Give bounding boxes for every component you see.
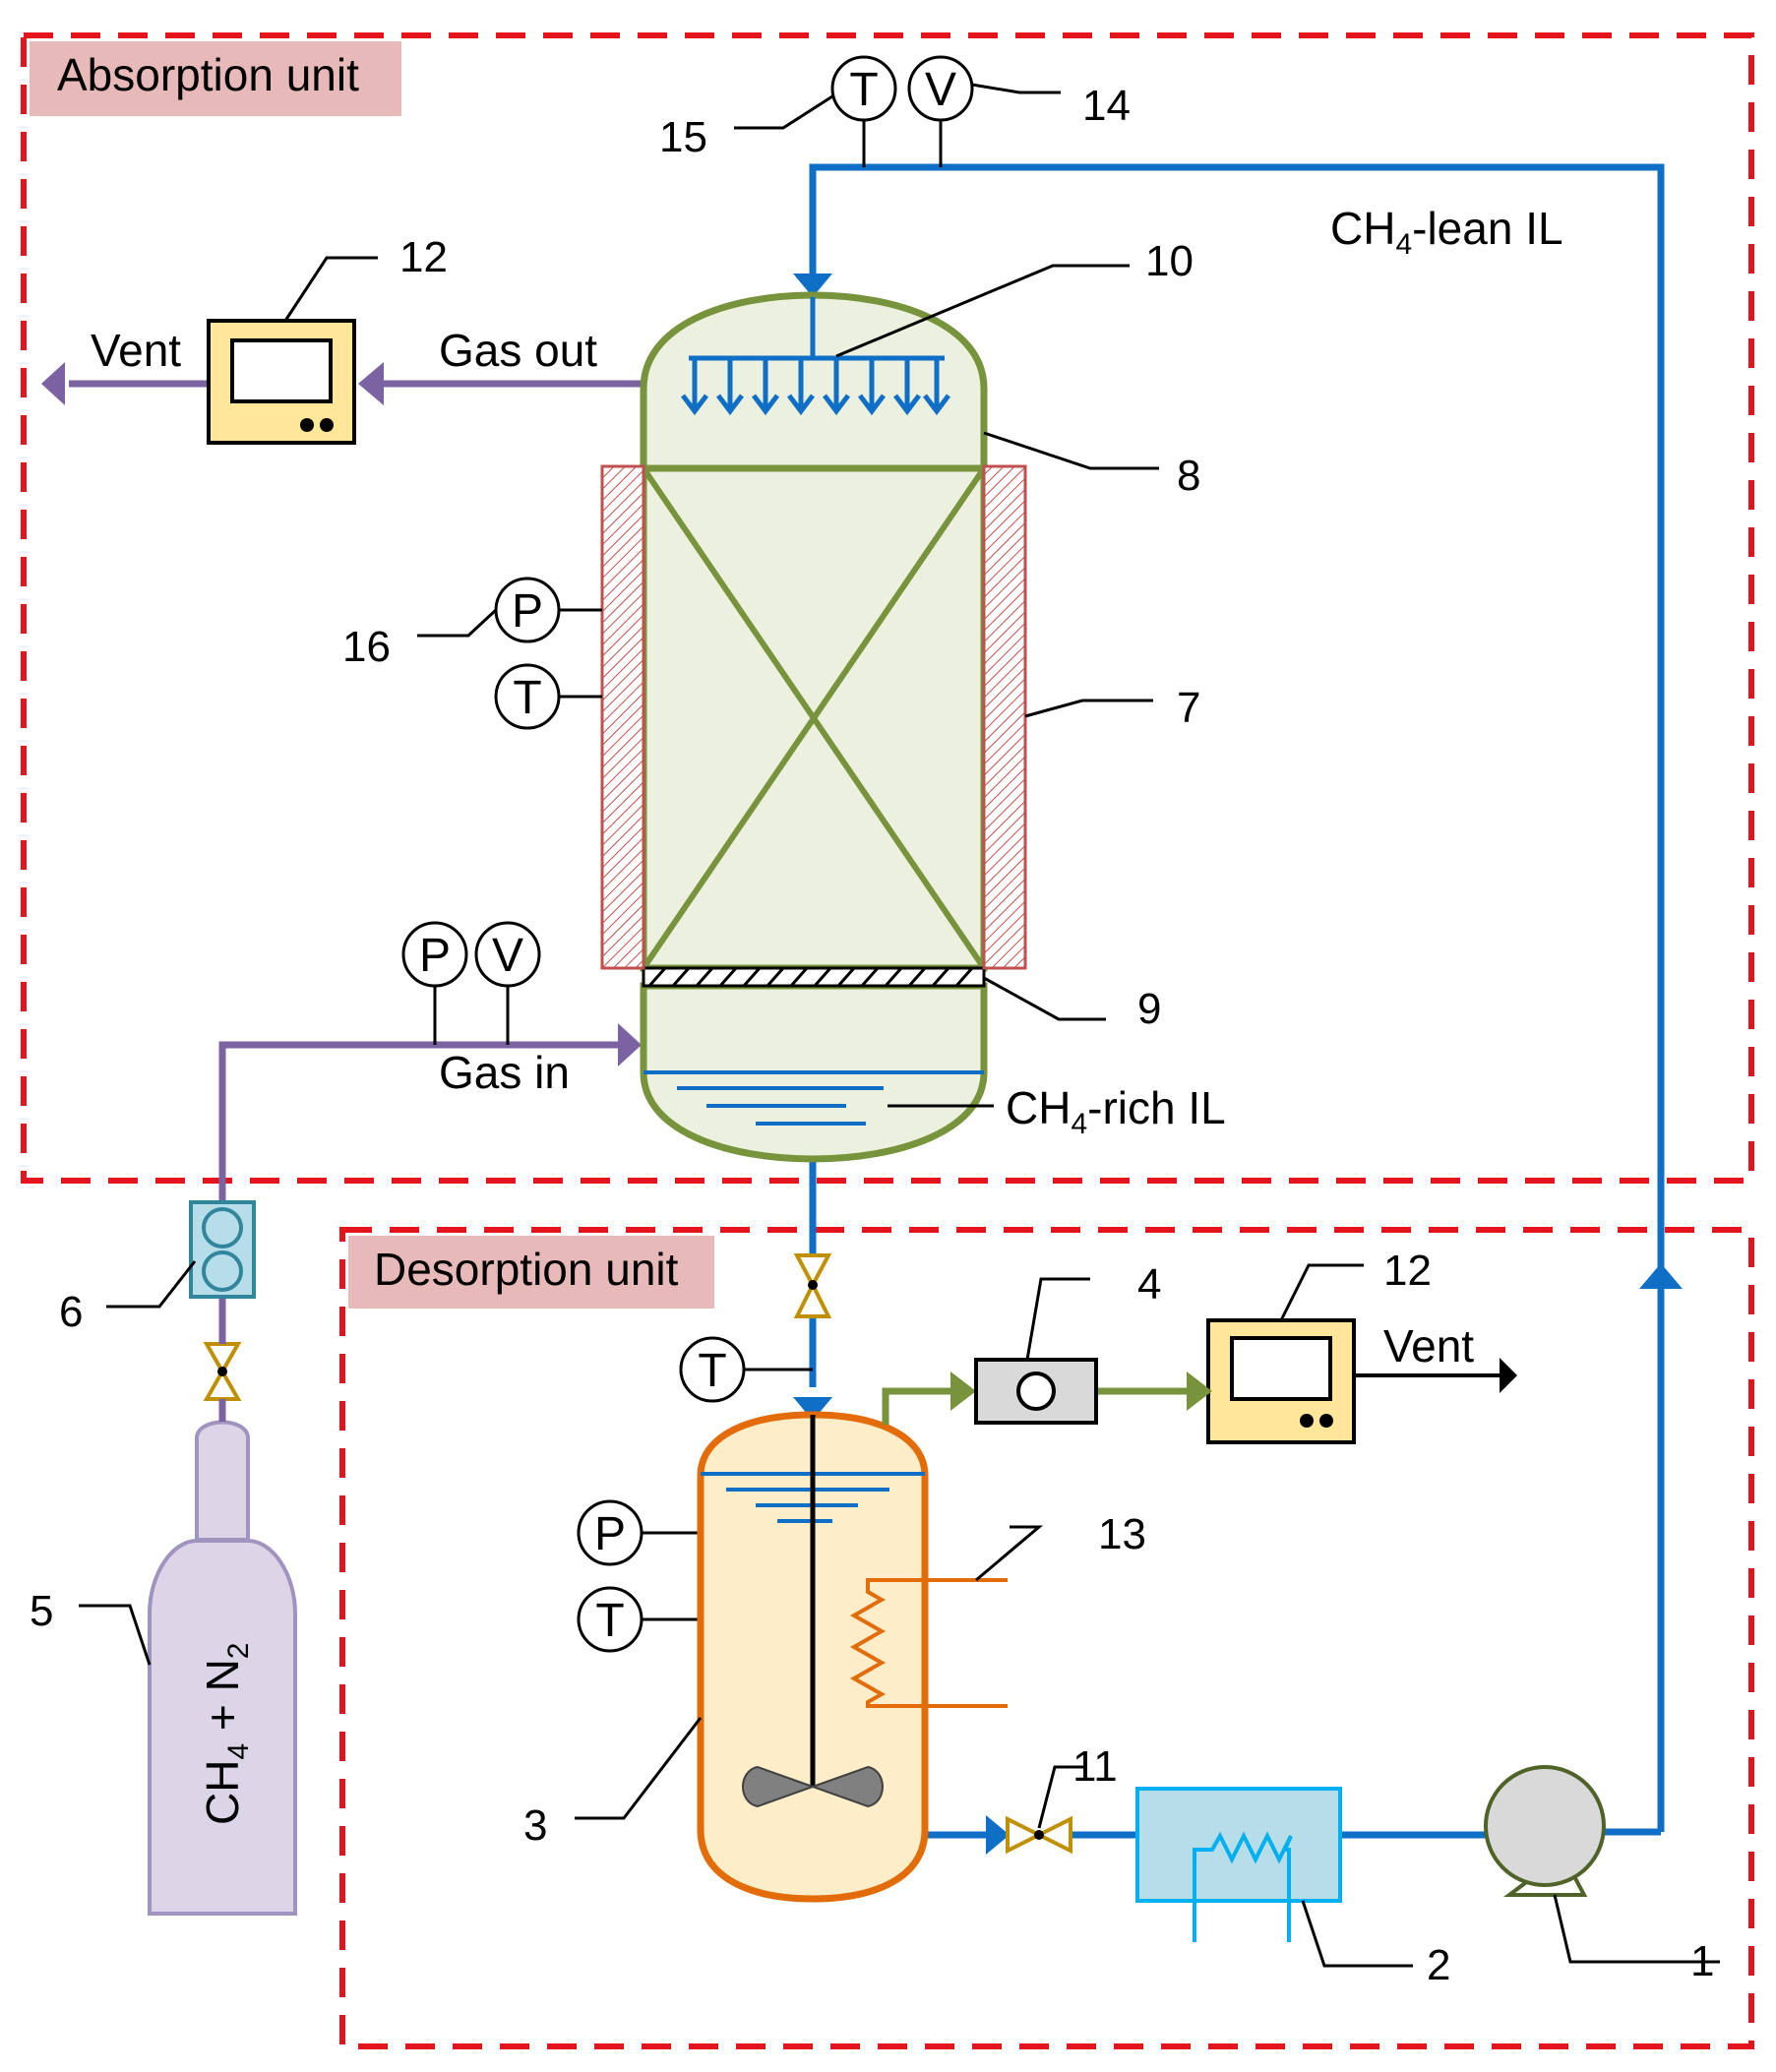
leader-lines — [79, 83, 1720, 1968]
v-letter-lean: V — [925, 64, 956, 116]
heating-jacket-left — [600, 464, 645, 970]
gas-out-label: Gas out — [439, 325, 597, 376]
volume-meter-lean — [907, 55, 974, 122]
arrow-vent-bottom — [1500, 1358, 1517, 1393]
support-plate — [642, 966, 986, 988]
rich-il-level — [643, 1070, 984, 1126]
number-15: 15 — [659, 113, 707, 161]
number-11: 11 — [1072, 1742, 1118, 1791]
t-letter-desorber-inlet: T — [698, 1345, 726, 1397]
component-numbers: 1 2 3 4 5 6 7 8 9 10 11 12 12 13 14 15 1… — [30, 82, 1714, 1989]
p-letter-feed: P — [419, 930, 451, 982]
heat-exchanger — [1135, 1787, 1342, 1942]
temperature-indicator-desorber — [577, 1586, 643, 1653]
number-2: 2 — [1427, 1941, 1450, 1989]
arrow-into-absorber — [793, 274, 832, 297]
volume-meter-feed — [474, 921, 541, 988]
instrument-letters: T V P T P V T P T — [419, 64, 956, 1647]
arrow-desorber-out — [986, 1815, 1010, 1855]
arrow-desorber-gas — [950, 1371, 976, 1411]
number-16: 16 — [342, 623, 391, 671]
p-letter-desorber: P — [594, 1508, 626, 1560]
number-13: 13 — [1098, 1510, 1146, 1558]
liquid-arrows — [793, 274, 1683, 1855]
desorption-unit-label: Desorption unit — [374, 1244, 679, 1295]
t-letter-desorber: T — [595, 1595, 624, 1647]
rich-il-label: CH4-rich IL — [1006, 1082, 1226, 1140]
arrow-to-analyzer — [1187, 1371, 1212, 1411]
p-letter-column: P — [512, 585, 543, 638]
ball-valve-icon — [1006, 1815, 1072, 1855]
number-5: 5 — [30, 1587, 53, 1635]
temperature-indicator-desorber-inlet — [679, 1336, 746, 1403]
desorber-vessel — [697, 1411, 1008, 1903]
number-7: 7 — [1177, 684, 1200, 732]
v-letter-feed: V — [492, 930, 523, 982]
gas-in-label: Gas in — [439, 1047, 570, 1098]
lean-il-label: CH4-lean IL — [1330, 203, 1563, 261]
number-4: 4 — [1137, 1260, 1161, 1309]
column-top-head — [640, 291, 988, 472]
absorption-unit-label-bg — [30, 41, 401, 116]
number-12-bottom: 12 — [1383, 1247, 1432, 1295]
flow-meter-device — [974, 1358, 1098, 1425]
arrow-into-desorber — [793, 1397, 832, 1421]
arrow-lean-up — [1639, 1263, 1683, 1289]
heating-jacket-right — [982, 464, 1027, 970]
number-1: 1 — [1690, 1937, 1714, 1985]
number-14: 14 — [1082, 82, 1131, 130]
gas-cylinder-icon — [148, 1420, 297, 1916]
absorption-unit-label: Absorption unit — [57, 49, 359, 100]
number-10: 10 — [1145, 237, 1194, 285]
ball-valve-icon — [203, 1342, 242, 1401]
gas-analyzer-icon — [207, 319, 356, 445]
arrow-vent-top — [41, 362, 65, 405]
arrow-gas-in — [618, 1023, 642, 1066]
number-6: 6 — [59, 1288, 83, 1336]
instruments — [401, 55, 974, 1653]
mass-flow-controller-icon — [189, 1200, 256, 1299]
absorption-unit: Absorption unit — [21, 32, 1754, 1184]
vent-top-label: Vent — [91, 325, 181, 376]
t-letter-column: T — [513, 672, 541, 724]
number-8: 8 — [1177, 452, 1200, 500]
pressure-indicator-feed — [401, 921, 468, 988]
desorption-unit: Desorption unit — [339, 1227, 1754, 2049]
temperature-indicator-column — [494, 663, 561, 730]
pressure-indicator-desorber — [577, 1499, 643, 1566]
temperature-indicator-lean — [830, 55, 897, 122]
number-12-top: 12 — [399, 233, 448, 281]
ball-valve-icon — [793, 1253, 832, 1318]
number-3: 3 — [523, 1801, 547, 1850]
t-letter-lean: T — [849, 64, 878, 116]
support-plate-hatch — [647, 967, 974, 987]
feed-gas-line — [218, 1041, 626, 1202]
lean-il-return-line — [809, 163, 1665, 1832]
absorption-column — [640, 291, 988, 1163]
cylinder-gas-label: CH4 + N2 — [197, 1643, 255, 1825]
gas-analyzer-icon — [1206, 1318, 1356, 1444]
liquid-distributor — [681, 297, 950, 416]
desorption-unit-label-bg — [348, 1236, 714, 1309]
arrow-gas-out — [358, 362, 384, 405]
desorber-gas-line — [882, 1387, 1191, 1425]
gas-arrows — [41, 362, 642, 1066]
number-9: 9 — [1137, 985, 1161, 1033]
packing-cross-2 — [641, 466, 987, 970]
vent-bottom-label: Vent — [1383, 1320, 1474, 1371]
centrifugal-pump-icon — [1484, 1765, 1606, 1897]
